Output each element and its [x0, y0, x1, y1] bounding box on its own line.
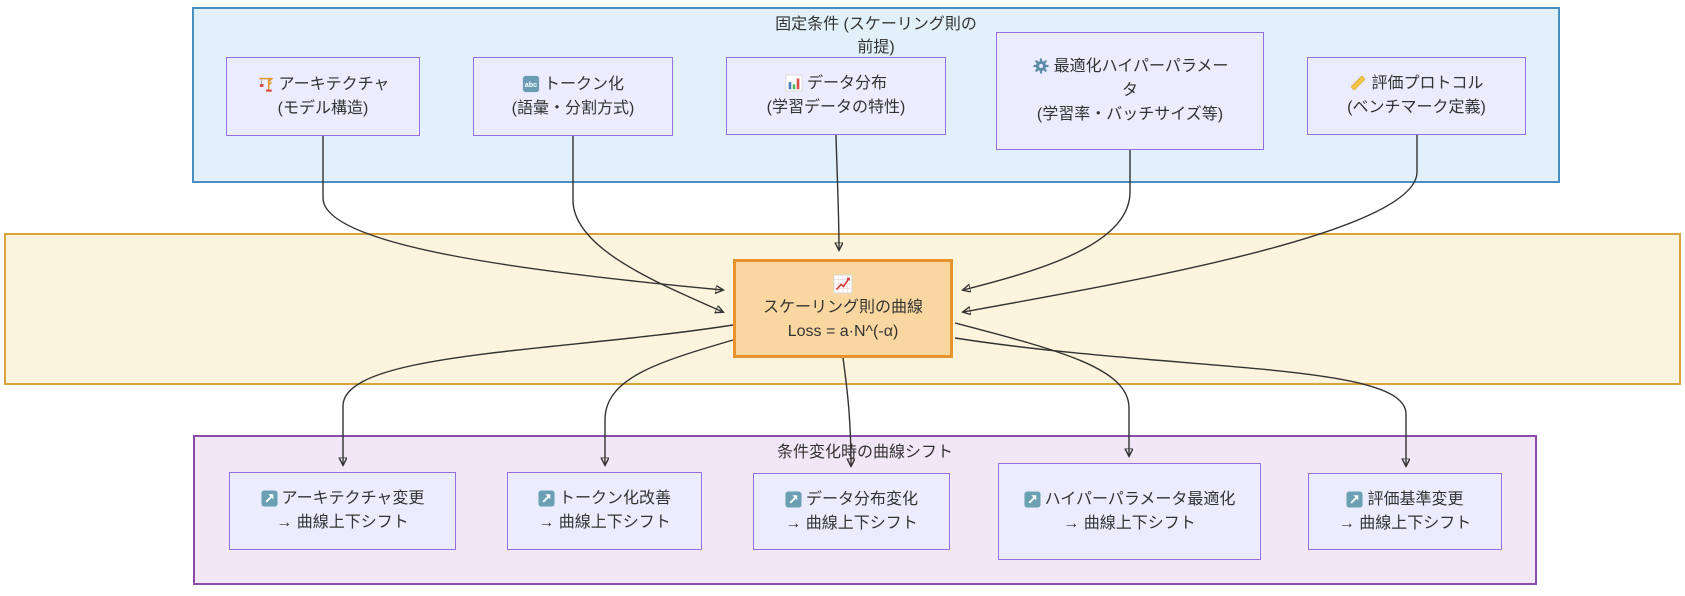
node-hyperparam-optimization: ハイパーパラメータ最適化 → 曲線上下シフト: [998, 463, 1261, 560]
edge-hyperparams-to-center: [963, 150, 1131, 290]
node-eval-criteria-change-subtitle: → 曲線上下シフト: [1338, 514, 1472, 532]
edge-center-to-arch-change: [343, 324, 734, 465]
center-node-title: スケーリング則の曲線: [762, 298, 923, 316]
gear-icon: [1032, 58, 1049, 74]
node-eval-protocol-title: 評価プロトコル: [1371, 75, 1484, 92]
node-architecture-title: アーキテクチャ: [278, 75, 390, 93]
up-right-arrow-icon: [261, 490, 278, 507]
node-tokenization-subtitle: (語彙・分割方式): [511, 99, 635, 117]
abc-icon-glyph: abc: [525, 80, 537, 89]
center-node-formula: Loss = a·N^(-α): [787, 322, 899, 340]
node-eval-protocol-subtitle: (ベンチマーク定義): [1347, 99, 1486, 116]
node-data-distribution-subtitle: (学習データの特性): [766, 99, 906, 116]
up-right-arrow-icon: [1346, 490, 1364, 508]
node-hyperparam-optimization-title-line: ハイパーパラメータ最適化: [1024, 488, 1236, 512]
node-data-dist-change-subtitle: → 曲線上下シフト: [785, 514, 918, 532]
node-architecture-change-title: アーキテクチャ変更: [281, 490, 425, 507]
up-right-arrow-icon: [1024, 490, 1041, 508]
node-architecture: アーキテクチャ (モデル構造): [226, 57, 420, 136]
node-tokenization-improve-subtitle: → 曲線上下シフト: [538, 514, 671, 531]
curve-shift-title: 条件変化時の曲線シフト: [776, 444, 953, 461]
edge-center-to-token-improve: [605, 339, 734, 465]
node-architecture-change-title-line: アーキテクチャ変更: [261, 487, 425, 511]
node-tokenization-title: トークン化: [543, 75, 624, 93]
ruler-icon: [1351, 76, 1366, 90]
up-right-arrow-icon: [785, 490, 802, 508]
node-tokenization: abc トークン化 (語彙・分割方式): [473, 57, 673, 136]
chart-increasing-icon: [833, 274, 853, 293]
crane-icon: [258, 77, 273, 92]
node-architecture-title-line: アーキテクチャ: [257, 73, 390, 97]
node-eval-criteria-change-title: 評価基準変更: [1367, 490, 1464, 508]
node-hyperparameters-title: 最適化ハイパーパラメータ: [1053, 58, 1229, 99]
bar-chart-icon: [785, 74, 803, 92]
node-architecture-change: アーキテクチャ変更 → 曲線上下シフト: [229, 472, 456, 550]
edge-center-to-eval-change: [954, 337, 1406, 466]
node-hyperparam-optimization-title: ハイパーパラメータ最適化: [1044, 490, 1236, 508]
edge-data-dist-to-center: [836, 134, 839, 250]
node-data-dist-change-title: データ分布変化: [805, 490, 918, 508]
abc-icon: abc: [522, 75, 540, 92]
edge-center-to-data-change: [842, 357, 851, 466]
node-data-distribution-title-line: データ分布: [785, 72, 887, 96]
up-right-arrow-icon: [538, 490, 555, 507]
node-eval-protocol: 評価プロトコル (ベンチマーク定義): [1307, 57, 1526, 135]
node-data-distribution-title: データ分布: [806, 75, 887, 92]
node-tokenization-title-line: abc トークン化: [522, 73, 624, 97]
node-eval-protocol-title-line: 評価プロトコル: [1349, 72, 1484, 96]
node-architecture-change-subtitle: → 曲線上下シフト: [276, 514, 409, 531]
node-hyperparameters-title-line: 最適化ハイパーパラメータ: [1024, 55, 1236, 103]
node-tokenization-improve: トークン化改善 → 曲線上下シフト: [507, 472, 702, 550]
edge-tokenization-to-center: [572, 136, 723, 312]
node-data-distribution: データ分布 (学習データの特性): [726, 57, 946, 135]
node-hyperparam-optimization-subtitle: → 曲線上下シフト: [1063, 514, 1196, 532]
node-data-dist-change: データ分布変化 → 曲線上下シフト: [753, 473, 950, 550]
node-hyperparameters-subtitle: (学習率・バッチサイズ等): [1036, 106, 1224, 123]
edge-architecture-to-center: [322, 136, 723, 290]
node-eval-criteria-change: 評価基準変更 → 曲線上下シフト: [1308, 473, 1502, 550]
node-scaling-law-curve: スケーリング則の曲線 Loss = a·N^(-α): [733, 259, 953, 358]
fixed-conditions-title: 固定条件 (スケーリング則の前提): [775, 16, 977, 57]
node-tokenization-improve-title: トークン化改善: [558, 490, 671, 507]
edge-center-to-hyper-opt: [954, 322, 1129, 456]
node-tokenization-improve-title-line: トークン化改善: [538, 487, 671, 511]
node-architecture-subtitle: (モデル構造): [277, 99, 369, 117]
node-hyperparameters: 最適化ハイパーパラメータ (学習率・バッチサイズ等): [996, 32, 1264, 150]
edge-eval-protocol-to-center: [963, 135, 1418, 312]
node-eval-criteria-change-title-line: 評価基準変更: [1346, 488, 1464, 512]
node-data-dist-change-title-line: データ分布変化: [785, 488, 918, 512]
